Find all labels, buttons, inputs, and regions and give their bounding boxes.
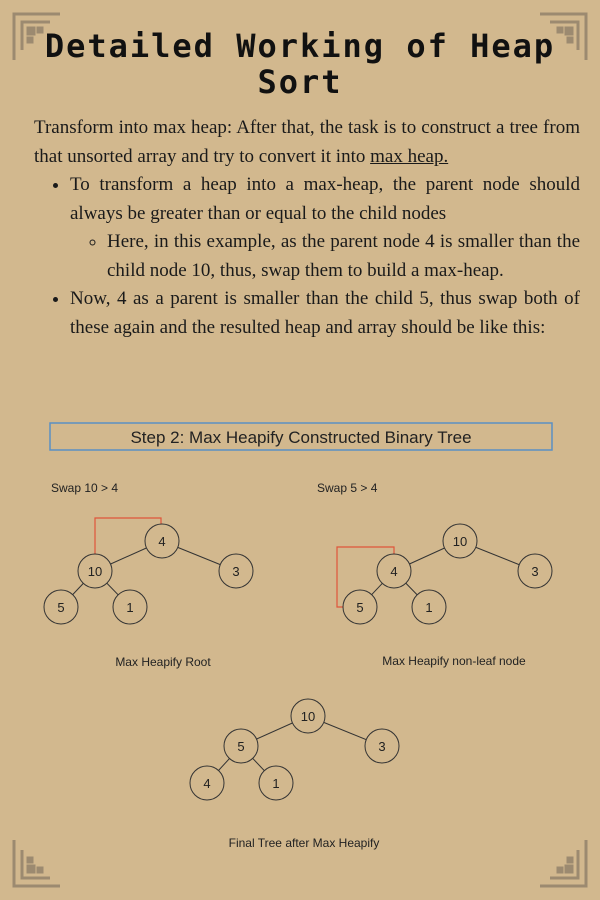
swap-arrow-1: [94, 517, 162, 555]
node-value: 10: [453, 534, 467, 549]
node-value: 4: [203, 776, 210, 791]
node-value: 5: [57, 600, 64, 615]
sub-bullet-item: Here, in this example, as the parent nod…: [107, 228, 580, 285]
bullet-text: To transform a heap into a max-heap, the…: [70, 174, 580, 224]
tree-node: [218, 553, 254, 589]
tree-node: [77, 553, 113, 589]
corner-ornament-bottom-left: [10, 834, 66, 890]
bullet-item: Now, 4 as a parent is smaller than the c…: [70, 285, 580, 342]
sub-bullet-list: Here, in this example, as the parent nod…: [70, 228, 580, 285]
node-value: 5: [356, 600, 363, 615]
max-heap-link[interactable]: max heap.: [370, 145, 449, 167]
node-value: 10: [88, 564, 102, 579]
diagram-header-box: [49, 422, 553, 451]
node-value: 1: [272, 776, 279, 791]
node-value: 3: [531, 564, 538, 579]
tree-node: [376, 553, 412, 589]
diagram-header: Step 2: Max Heapify Constructed Binary T…: [130, 428, 471, 447]
tree-node: [517, 553, 553, 589]
node-value: 1: [126, 600, 133, 615]
caption-1: Max Heapify Root: [115, 655, 211, 669]
corner-ornament-bottom-right: [534, 834, 590, 890]
tree-node: [442, 523, 478, 559]
node-value: 4: [158, 534, 165, 549]
page-title: Detailed Working of Heap Sort: [44, 27, 556, 101]
node-value: 1: [425, 600, 432, 615]
node-value: 3: [378, 739, 385, 754]
node-value: 4: [390, 564, 397, 579]
node-value: 10: [301, 709, 315, 724]
corner-ornament-top-right: [534, 10, 590, 66]
corner-ornament-top-left: [10, 10, 66, 66]
tree-node: [112, 589, 148, 625]
bullet-item: To transform a heap into a max-heap, the…: [70, 171, 580, 285]
tree-node: [144, 523, 180, 559]
tree-node: [411, 589, 447, 625]
body-text: Transform into max heap: After that, the…: [34, 114, 580, 342]
tree-node: [189, 765, 225, 801]
bullet-list: To transform a heap into a max-heap, the…: [34, 171, 580, 342]
node-value: 5: [237, 739, 244, 754]
swap-arrow-2: [336, 546, 395, 608]
node-value: 3: [232, 564, 239, 579]
tree-node: [342, 589, 378, 625]
caption-2: Max Heapify non-leaf node: [382, 654, 526, 668]
tree-node: [364, 728, 400, 764]
caption-3: Final Tree after Max Heapify: [229, 836, 380, 850]
heapify-diagram: Step 2: Max Heapify Constructed Binary T…: [43, 422, 553, 850]
tree-node: [290, 698, 326, 734]
tree-node: [223, 728, 259, 764]
tree-node: [258, 765, 294, 801]
tree-node: [43, 589, 79, 625]
intro-text: Transform into max heap: After that, the…: [34, 117, 580, 167]
intro-paragraph: Transform into max heap: After that, the…: [34, 114, 580, 171]
swap-label-1: Swap 10 > 4: [51, 481, 118, 495]
swap-label-2: Swap 5 > 4: [317, 481, 378, 495]
